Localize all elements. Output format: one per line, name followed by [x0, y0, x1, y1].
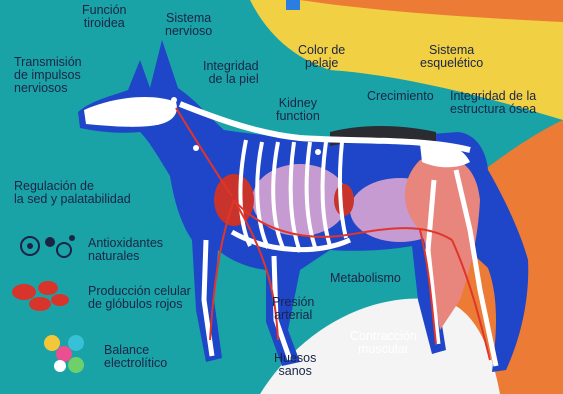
- label-metabolismo: Metabolismo: [330, 272, 401, 285]
- label-sistema-nervioso: Sistema nervioso: [165, 12, 212, 38]
- label-presion-arterial: Presión arterial: [272, 296, 314, 322]
- label-contraccion-muscular: Contracción muscular: [350, 330, 417, 356]
- label-produccion-globulos: Producción celular de glóbulos rojos: [88, 285, 191, 311]
- label-huesos-sanos: Huesos sanos: [274, 352, 316, 378]
- label-transmision-impulsos: Transmisión de impulsos nerviosos: [14, 56, 82, 95]
- label-sistema-esqueletico: Sistema esquelético: [420, 44, 483, 70]
- label-regulacion-sed: Regulación de la sed y palatabilidad: [14, 180, 131, 206]
- label-balance-electrolitico: Balance electrolítico: [104, 344, 167, 370]
- label-crecimiento: Crecimiento: [367, 90, 434, 103]
- label-integridad-piel: Integridad de la piel: [203, 60, 259, 86]
- kidney: [334, 184, 354, 216]
- blue-corner-accent: [286, 0, 300, 10]
- label-funcion-tiroidea: Función tiroidea: [82, 4, 126, 30]
- red-blood-cells-icon: [12, 281, 69, 311]
- label-antioxidantes: Antioxidantes naturales: [88, 237, 163, 263]
- label-integridad-estructura-osea: Integridad de la estructura ósea: [450, 90, 536, 116]
- antioxidant-icon: [21, 235, 75, 257]
- label-kidney-function: Kidney function: [276, 97, 320, 123]
- label-color-pelaje: Color de pelaje: [298, 44, 345, 70]
- electrolyte-dots-icon: [44, 335, 84, 373]
